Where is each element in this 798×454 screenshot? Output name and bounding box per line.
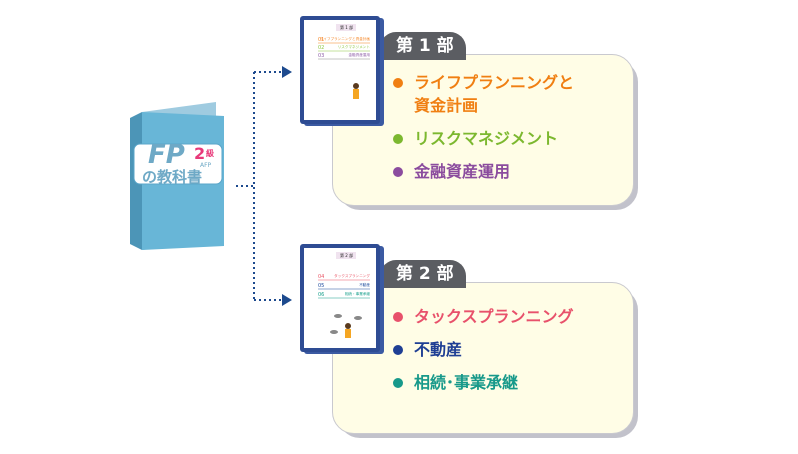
textbook-cover: FP 2 級 AFP の教科書 [128,100,238,250]
part1-item-finance: 金融資産運用 [393,160,574,183]
arrow-head-part2 [282,294,292,306]
mini-row: 04 タックスプランニング [318,274,370,280]
arrow-head-part1 [282,66,292,78]
mini-row: 02 リスクマネジメント [318,45,370,51]
textbook-afp: AFP [200,162,212,169]
part1-box: ライフプランニングと 資金計画 リスクマネジメント 金融資産運用 [332,54,634,206]
mini-row: 05 不動産 [318,283,370,289]
part2-item-tax: タックスプランニング [393,305,574,328]
mini-page-title: 第 1 部 [340,25,354,30]
mini-row: 01 ライフプランニングと資金計画 [318,37,370,43]
textbook-grade-unit: 級 [206,149,214,158]
mini-page-title: 第 2 部 [340,253,354,258]
part1-item-lifeplanning: ライフプランニングと 資金計画 [393,71,574,117]
mini-row: 06 相続・事業承継 [318,292,370,298]
part1-item-risk: リスクマネジメント [393,127,574,150]
textbook-grade: 2 [194,144,206,163]
part1-mini-book: 第 1 部 01 ライフプランニングと資金計画 02 リスクマネジメント 03 … [298,14,388,132]
mini-row: 03 金融資産運用 [318,53,370,59]
textbook-title: の教科書 [142,168,203,186]
bullet-icon [393,167,403,177]
bullet-icon [393,134,403,144]
bullet-icon [393,78,403,88]
textbook-fp-logo: FP [148,140,185,170]
part2-item-realestate: 不動産 [393,338,574,361]
bullet-icon [393,378,403,388]
part2-item-inheritance: 相続･事業承継 [393,371,574,394]
part1-tab: 第 1 部 [380,32,466,60]
bullet-icon [393,312,403,322]
part2-mini-book: 第 2 部 04 タックスプランニング 05 不動産 06 相続・事業承継 [298,242,388,360]
bullet-icon [393,345,403,355]
part2-tab: 第 2 部 [380,260,466,288]
